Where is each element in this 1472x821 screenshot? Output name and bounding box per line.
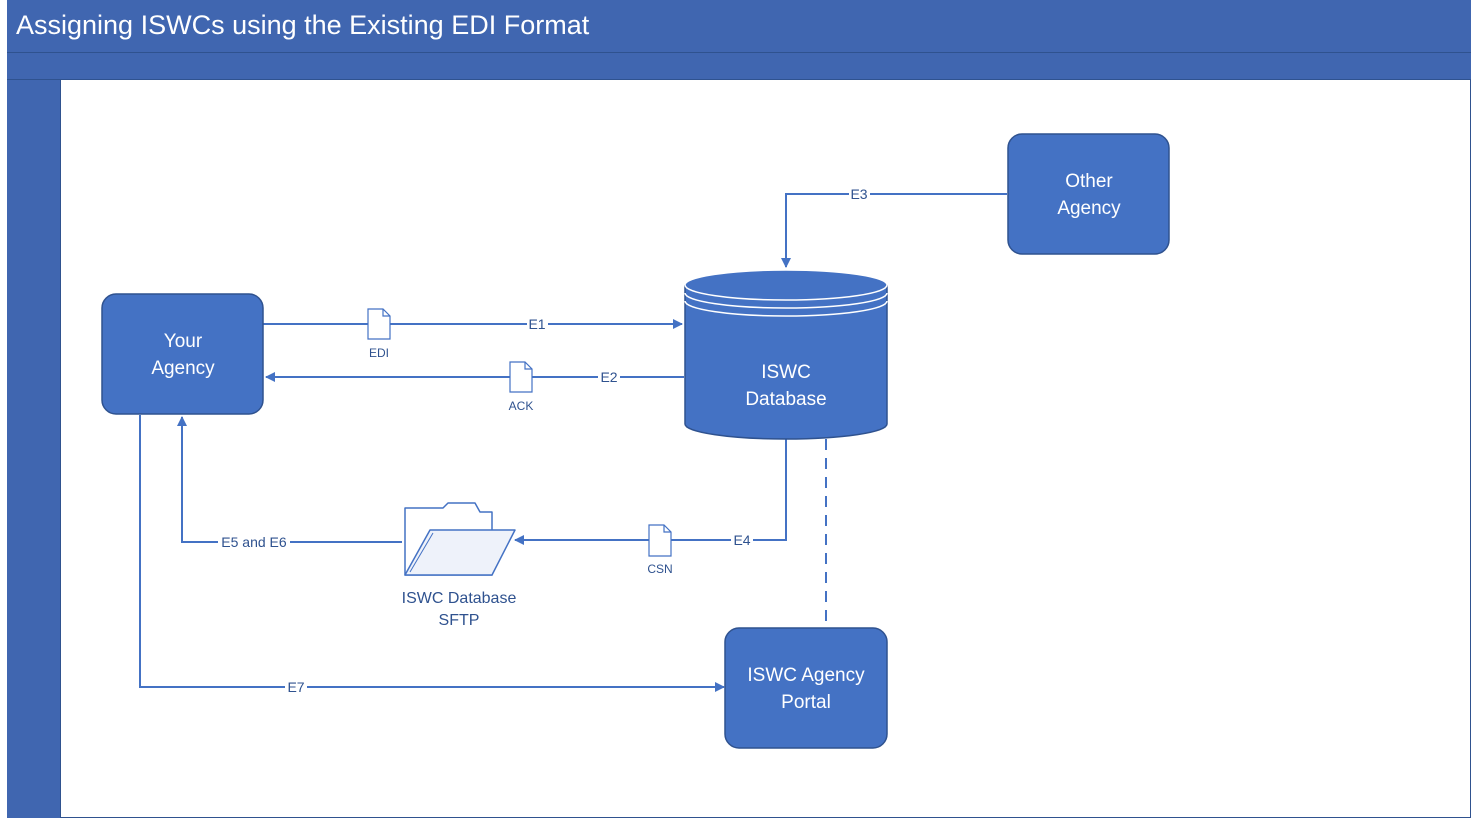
portal-label-line1: ISWC Agency [747,665,865,686]
database-label-line2: Database [745,389,826,410]
edi-document-icon [367,308,391,340]
sftp-label-line2: SFTP [439,612,480,629]
iswc-database-node: ISWC Database [684,269,888,440]
svg-text:E4: E4 [733,532,750,548]
iswc-agency-portal-node: ISWC Agency Portal [724,627,888,749]
ack-label: ACK [509,399,534,413]
database-label-line1: ISWC [761,362,811,383]
edge-label-e1: E1 [527,316,548,332]
svg-text:E1: E1 [528,316,545,332]
your-agency-node: Your Agency [101,293,264,415]
portal-label-line2: Portal [781,692,831,713]
other-agency-label-line1: Other [1065,171,1113,192]
edge-label-e4: E4 [731,532,753,548]
ack-document-icon [509,361,533,393]
csn-label: CSN [647,562,672,576]
edge-label-e7: E7 [285,679,307,695]
folder-icon [404,502,516,576]
sftp-label-line1: ISWC Database [402,590,517,607]
header-band [7,53,1471,80]
edi-label: EDI [369,346,389,360]
your-agency-label-line2: Agency [151,358,215,379]
other-agency-node: Other Agency [1007,133,1170,255]
svg-text:E3: E3 [850,186,867,202]
swimlane-header [7,80,61,818]
edge-e7 [139,415,725,692]
edge-e3 [781,193,1007,268]
edge-label-e2: E2 [598,369,620,385]
edge-label-e3: E3 [849,186,870,202]
other-agency-label-line2: Agency [1057,198,1121,219]
svg-text:E7: E7 [287,679,304,695]
edge-label-e5-e6: E5 and E6 [218,534,290,550]
svg-text:E2: E2 [600,369,617,385]
your-agency-label-line1: Your [164,331,203,352]
page-title: Assigning ISWCs using the Existing EDI F… [16,10,590,40]
edge-e4 [514,439,787,545]
edge-e5-e6 [177,416,402,543]
csn-document-icon [648,524,672,557]
svg-text:E5 and E6: E5 and E6 [221,534,287,550]
title-bar: Assigning ISWCs using the Existing EDI F… [7,0,1471,53]
